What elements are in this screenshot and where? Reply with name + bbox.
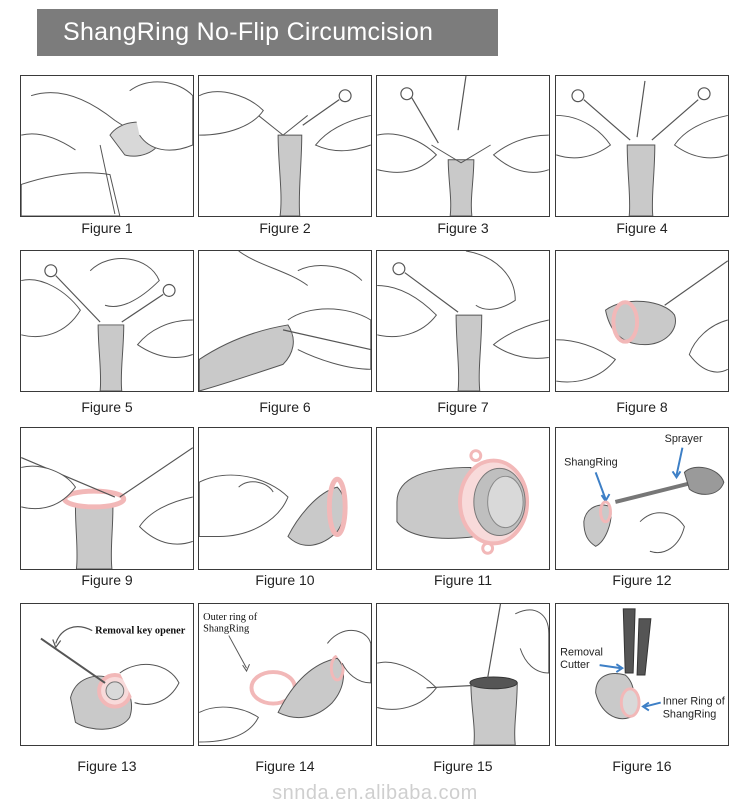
fig14-outer-label-line2: ShangRing — [203, 624, 249, 635]
figure-10-caption: Figure 10 — [255, 572, 315, 588]
figure-1-illustration — [21, 81, 193, 216]
figure-6-panel — [198, 250, 372, 392]
figure-14-caption: Figure 14 — [255, 758, 315, 774]
figure-2-illustration — [199, 89, 371, 216]
figure-3-panel — [376, 75, 550, 217]
figure-16-caption: Figure 16 — [612, 758, 672, 774]
fig12-shangring-arrow — [594, 472, 607, 500]
figure-12-caption: Figure 12 — [612, 572, 672, 588]
fig16-cutter-arrow — [599, 664, 621, 670]
figure-15-illustration — [377, 604, 549, 745]
figure-11-caption: Figure 11 — [433, 572, 493, 588]
figure-5-caption: Figure 5 — [81, 399, 133, 415]
figure-2-caption: Figure 2 — [259, 220, 311, 236]
figure-8-illustration — [556, 260, 728, 383]
figure-9-caption: Figure 9 — [81, 572, 133, 588]
figure-7-illustration — [377, 251, 549, 391]
fig12-sprayer-arrow — [675, 447, 684, 476]
figure-1-caption: Figure 1 — [81, 220, 133, 236]
figure-8-caption: Figure 8 — [616, 399, 668, 415]
figure-16-illustration: Removal Cutter Inner Ring of ShangRing — [560, 608, 726, 720]
figure-5-illustration — [21, 258, 193, 391]
fig16-cutter-label-line1: Removal — [560, 646, 603, 658]
fig16-inner-label-line2: ShangRing — [663, 708, 717, 720]
watermark: snnda.en.alibaba.com — [272, 782, 478, 804]
figure-12-illustration: ShangRing Sprayer — [564, 433, 725, 553]
figure-7-caption: Figure 7 — [437, 399, 489, 415]
figure-4-illustration — [556, 80, 728, 216]
figure-3-illustration — [377, 76, 549, 216]
figure-9-illustration — [21, 447, 193, 569]
figure-5-panel — [20, 250, 194, 392]
figure-13-illustration: Removal key opener — [40, 626, 186, 730]
figure-2-panel — [198, 75, 372, 217]
figure-4-panel — [555, 75, 729, 217]
figure-4-caption: Figure 4 — [616, 220, 668, 236]
fig16-cutter-label-line2: Cutter — [560, 659, 590, 671]
figure-6-caption: Figure 6 — [259, 399, 311, 415]
figure-14-panel: Outer ring of ShangRing — [198, 603, 372, 746]
figure-9-panel — [20, 427, 194, 570]
figure-6-illustration — [199, 251, 371, 391]
fig13-key-label: Removal key opener — [95, 626, 186, 637]
figure-1-panel — [20, 75, 194, 217]
fig16-inner-arrow — [644, 701, 661, 708]
figure-11-panel — [376, 427, 550, 570]
fig12-shangring-label: ShangRing — [564, 456, 618, 468]
figure-14-illustration: Outer ring of ShangRing — [199, 612, 371, 743]
fig16-inner-label-line1: Inner Ring of — [663, 696, 726, 708]
figure-15-caption: Figure 15 — [433, 758, 493, 774]
figure-12-panel: ShangRing Sprayer — [555, 427, 729, 570]
figure-3-caption: Figure 3 — [437, 220, 489, 236]
figure-10-illustration — [199, 474, 348, 546]
figure-7-panel — [376, 250, 550, 392]
figure-16-panel: Removal Cutter Inner Ring of ShangRing — [555, 603, 729, 746]
figure-13-caption: Figure 13 — [77, 758, 137, 774]
page-title: ShangRing No-Flip Circumcision — [37, 9, 498, 56]
figure-13-panel: Removal key opener — [20, 603, 194, 746]
figure-8-panel — [555, 250, 729, 392]
figure-10-panel — [198, 427, 372, 570]
figure-15-panel — [376, 603, 550, 746]
fig14-outer-label-line1: Outer ring of — [203, 612, 258, 623]
figure-11-illustration — [396, 449, 530, 555]
fig12-sprayer-label: Sprayer — [665, 433, 703, 445]
